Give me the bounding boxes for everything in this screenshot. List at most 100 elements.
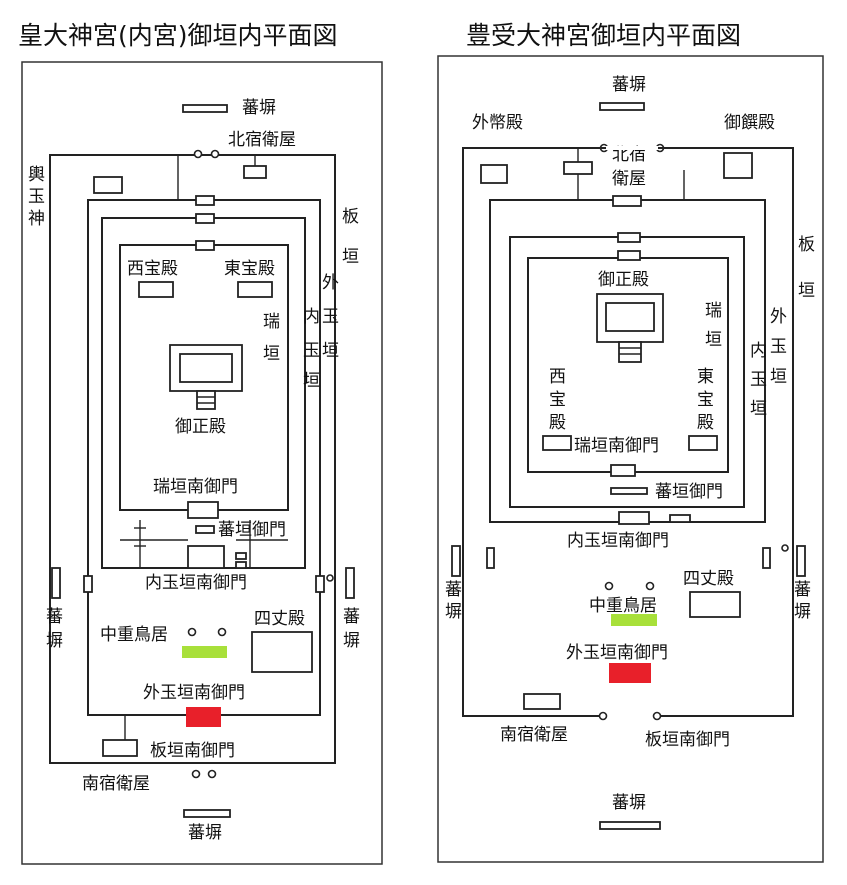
left-south-guardhouse-box [102, 739, 138, 757]
left-post-west [83, 575, 93, 593]
right-gaiheiden-box [480, 164, 508, 184]
left-bangaki-gate-mark [195, 525, 215, 534]
left-inner-fences [120, 520, 288, 569]
right-banbei-top-label: 蕃塀 [612, 75, 646, 95]
svg-text:蕃: 蕃 [343, 607, 360, 627]
svg-text:殿: 殿 [549, 413, 566, 433]
right-uchitamagaki-gate-label: 内玉垣南御門 [567, 531, 669, 551]
left-banbei-bottom-label: 蕃塀 [188, 823, 222, 843]
left-mizugaki-gate-box [187, 501, 219, 519]
left-banbei-bottom-mark [183, 809, 231, 818]
left-title: 皇大神宮(内宮)御垣内平面図 [18, 21, 338, 50]
right-gaiheiden-label: 外幣殿 [472, 113, 523, 133]
left-west-treasure-box [138, 281, 174, 298]
left-uchitamagaki-gate-label: 内玉垣南御門 [145, 573, 247, 593]
svg-text:蕃: 蕃 [794, 580, 811, 600]
right-mikeden-box [723, 152, 753, 179]
left-north-post-2 [210, 149, 220, 159]
right-main-hall-label: 御正殿 [598, 270, 649, 290]
svg-text:塀: 塀 [794, 602, 811, 622]
right-banbei-east-mark [796, 545, 806, 577]
left-gate-2 [195, 213, 215, 224]
svg-text:垣: 垣 [342, 247, 359, 267]
svg-text:外: 外 [322, 273, 339, 293]
svg-text:垣: 垣 [303, 371, 320, 391]
svg-text:垣: 垣 [798, 281, 815, 301]
left-koshi-label-1: 輿 [28, 165, 45, 185]
right-banbei-bottom-label: 蕃塀 [612, 793, 646, 813]
left-sototamagaki-gate-label: 外玉垣南御門 [143, 683, 245, 703]
left-gate-1 [195, 195, 215, 206]
svg-text:板: 板 [342, 207, 359, 227]
svg-text:西: 西 [549, 367, 566, 387]
svg-text:垣: 垣 [263, 344, 280, 364]
svg-text:内: 内 [750, 341, 767, 361]
right-banbei-top-mark [599, 102, 645, 111]
right-sototamagaki-gate-highlight [609, 663, 651, 683]
svg-text:垣: 垣 [322, 341, 339, 361]
right-frame [437, 55, 824, 863]
left-north-post-1 [193, 149, 203, 159]
left-koshi-box [93, 176, 123, 194]
right-main-hall-steps [618, 341, 642, 363]
right-naka-torii-highlight [611, 614, 657, 626]
right-west-treasure-box [542, 435, 572, 451]
svg-text:外: 外 [770, 307, 787, 327]
left-banbei-east-mark [345, 567, 355, 599]
right-yojoden-box [689, 591, 741, 618]
right-north-guardhouse-label-2: 衛屋 [612, 169, 646, 189]
svg-text:瑞: 瑞 [705, 301, 722, 321]
svg-text:玉: 玉 [750, 370, 767, 390]
right-itagaki-gate-label: 板垣南御門 [645, 730, 730, 750]
right-banbei-bottom-mark [599, 821, 661, 830]
right-gate-1 [612, 195, 642, 207]
left-panel: 皇大神宮(内宮)御垣内平面図 蕃塀 北宿衛屋 輿 玉 神 板 垣 外 玉 垣 [18, 21, 383, 865]
right-main-hall-inner [605, 302, 655, 332]
svg-text:瑞: 瑞 [263, 312, 280, 332]
right-east-treasure-box [688, 435, 718, 451]
left-main-hall-label: 御正殿 [175, 417, 226, 437]
left-frame [21, 61, 383, 865]
svg-text:玉: 玉 [303, 341, 320, 361]
svg-text:垣: 垣 [770, 367, 787, 387]
left-koshi-label-2: 玉 [28, 187, 45, 207]
left-west-treasure-label: 西宝殿 [127, 259, 178, 279]
right-gate-3 [617, 250, 641, 261]
left-east-treasure-label: 東宝殿 [224, 259, 275, 279]
left-yojoden-label: 四丈殿 [254, 609, 305, 629]
svg-text:板: 板 [798, 235, 815, 255]
right-title: 豊受大神宮御垣内平面図 [466, 21, 741, 50]
left-naka-torii-label: 中重鳥居 [100, 625, 168, 645]
left-banbei-top-label: 蕃塀 [242, 98, 276, 118]
right-sototamagaki-gate-label: 外玉垣南御門 [566, 643, 668, 663]
right-banbei-west-mark [451, 545, 461, 577]
svg-text:宝: 宝 [549, 390, 566, 410]
left-main-hall-inner [179, 353, 233, 383]
svg-text:塀: 塀 [343, 631, 360, 651]
right-north-guardhouse-box [563, 161, 593, 175]
left-north-guardhouse-box [243, 165, 267, 179]
left-main-hall-steps [196, 390, 216, 410]
svg-text:殿: 殿 [697, 413, 714, 433]
svg-text:蕃: 蕃 [445, 580, 462, 600]
svg-text:塀: 塀 [46, 631, 63, 651]
left-yojoden-box [251, 631, 313, 673]
svg-text:内: 内 [303, 307, 320, 327]
right-mizugaki-gate-box [610, 464, 636, 477]
svg-text:玉: 玉 [322, 307, 339, 327]
svg-text:垣: 垣 [705, 330, 722, 350]
left-bangaki-gate-label: 蕃垣御門 [218, 520, 286, 540]
right-south-guardhouse-box [523, 693, 561, 710]
right-uchitamagaki-gate-box [618, 511, 650, 525]
svg-text:玉: 玉 [770, 337, 787, 357]
left-south-guardhouse-label: 南宿衛屋 [82, 774, 150, 794]
left-naka-torii-highlight [182, 646, 227, 658]
left-gate-3 [195, 240, 215, 251]
left-itagaki-wall [49, 154, 336, 764]
left-mizugaki-gate-label: 瑞垣南御門 [153, 477, 238, 497]
right-bangaki-gate-mark [610, 487, 648, 495]
right-mizugaki-gate-label: 瑞垣南御門 [574, 436, 659, 456]
svg-text:蕃: 蕃 [46, 607, 63, 627]
left-east-treasure-box [237, 281, 273, 298]
